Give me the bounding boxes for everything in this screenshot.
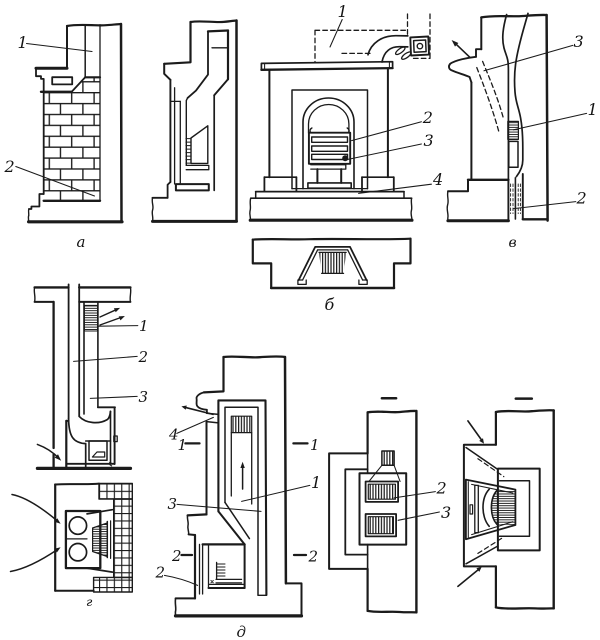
curved-grate-hatch bbox=[491, 489, 516, 525]
wall-box-outline bbox=[409, 35, 430, 57]
fire-basket bbox=[307, 131, 352, 165]
panel-v-callout-2: 2 bbox=[576, 189, 587, 208]
panel-g-caption: г bbox=[86, 594, 93, 609]
panel-a-callout-1: 1 bbox=[18, 33, 28, 52]
section-1-1-callout-3: 3 bbox=[441, 503, 451, 522]
plan-grate-hatch bbox=[319, 252, 347, 274]
hot-air-arrow bbox=[113, 307, 121, 313]
panel-g-section-drawing bbox=[33, 283, 139, 470]
panel-b-front-view-drawing bbox=[248, 13, 432, 222]
panel-d-caption: д bbox=[237, 623, 247, 640]
grate-fan-hatch bbox=[92, 523, 108, 557]
air-grille-hatch bbox=[230, 415, 253, 434]
grille-hatch bbox=[367, 516, 394, 535]
panel-v-callout-3: 3 bbox=[574, 32, 584, 51]
panel-b-callout-3: 3 bbox=[424, 131, 434, 150]
panel-d-callout-2: 2 bbox=[155, 564, 166, 582]
panel-b-callout-2: 2 bbox=[422, 108, 433, 127]
air-inlet-arrow bbox=[54, 518, 61, 524]
heater-panel-outline bbox=[358, 472, 408, 546]
panel-b-side-section-drawing bbox=[151, 19, 238, 223]
panel-v-callout-1: 1 bbox=[588, 100, 598, 119]
panel-g-callout-3: 3 bbox=[139, 388, 149, 406]
masonry-grid-hatch bbox=[112, 498, 133, 579]
panel-b-caption: б bbox=[325, 295, 335, 314]
airflow-arrow bbox=[479, 438, 484, 444]
section-2-2-drawing bbox=[457, 397, 555, 610]
panel-b-plan-section-drawing bbox=[251, 237, 412, 290]
panel-a-callout-2: 2 bbox=[4, 157, 15, 176]
grille-hatch bbox=[367, 483, 396, 500]
panel-d-mark-left-1: 1 bbox=[178, 436, 188, 454]
panel-b-callout-1: 1 bbox=[338, 2, 348, 21]
panel-a-caption: а bbox=[77, 233, 86, 251]
panel-g-plan-drawing bbox=[9, 482, 133, 593]
panel-b-callout-4: 4 bbox=[432, 170, 443, 189]
panel-d-mark-right-2: 2 bbox=[308, 548, 319, 566]
section-1-1-callout-2: 2 bbox=[436, 479, 447, 498]
heating-coil-hatch bbox=[83, 304, 99, 332]
panel-d-mark-left-2: 2 bbox=[171, 547, 182, 565]
air-out-arrow bbox=[181, 405, 187, 410]
airflow-arrow bbox=[476, 566, 482, 572]
air-inlet-arrow bbox=[54, 454, 62, 461]
air-inlet-arrow bbox=[54, 547, 61, 553]
hot-air-arrow bbox=[118, 316, 125, 321]
masonry-grid-hatch bbox=[98, 482, 133, 500]
panel-g-callout-2: 2 bbox=[138, 348, 149, 366]
panel-g-callout-1: 1 bbox=[139, 317, 149, 335]
airflow-up-arrow bbox=[240, 461, 245, 468]
airflow-arrow bbox=[451, 40, 459, 47]
masonry-grid-hatch bbox=[92, 576, 133, 593]
panel-v-caption: в bbox=[509, 235, 517, 251]
section-1-1-drawing bbox=[328, 396, 440, 614]
panel-d-mark-right-1: 1 bbox=[310, 436, 320, 454]
heat-register-hatch bbox=[507, 120, 519, 141]
grille-hatch bbox=[381, 450, 395, 467]
panel-d-callout-3: 3 bbox=[168, 495, 178, 513]
damper-fan-icon bbox=[394, 46, 406, 56]
brick-hatch bbox=[43, 77, 100, 201]
panel-d-drawing bbox=[163, 355, 311, 618]
panel-a-drawing bbox=[15, 22, 124, 224]
panel-d-callout-4: 4 bbox=[168, 426, 179, 444]
panel-v-drawing bbox=[446, 12, 588, 223]
panel-d-callout-1: 1 bbox=[311, 473, 321, 492]
